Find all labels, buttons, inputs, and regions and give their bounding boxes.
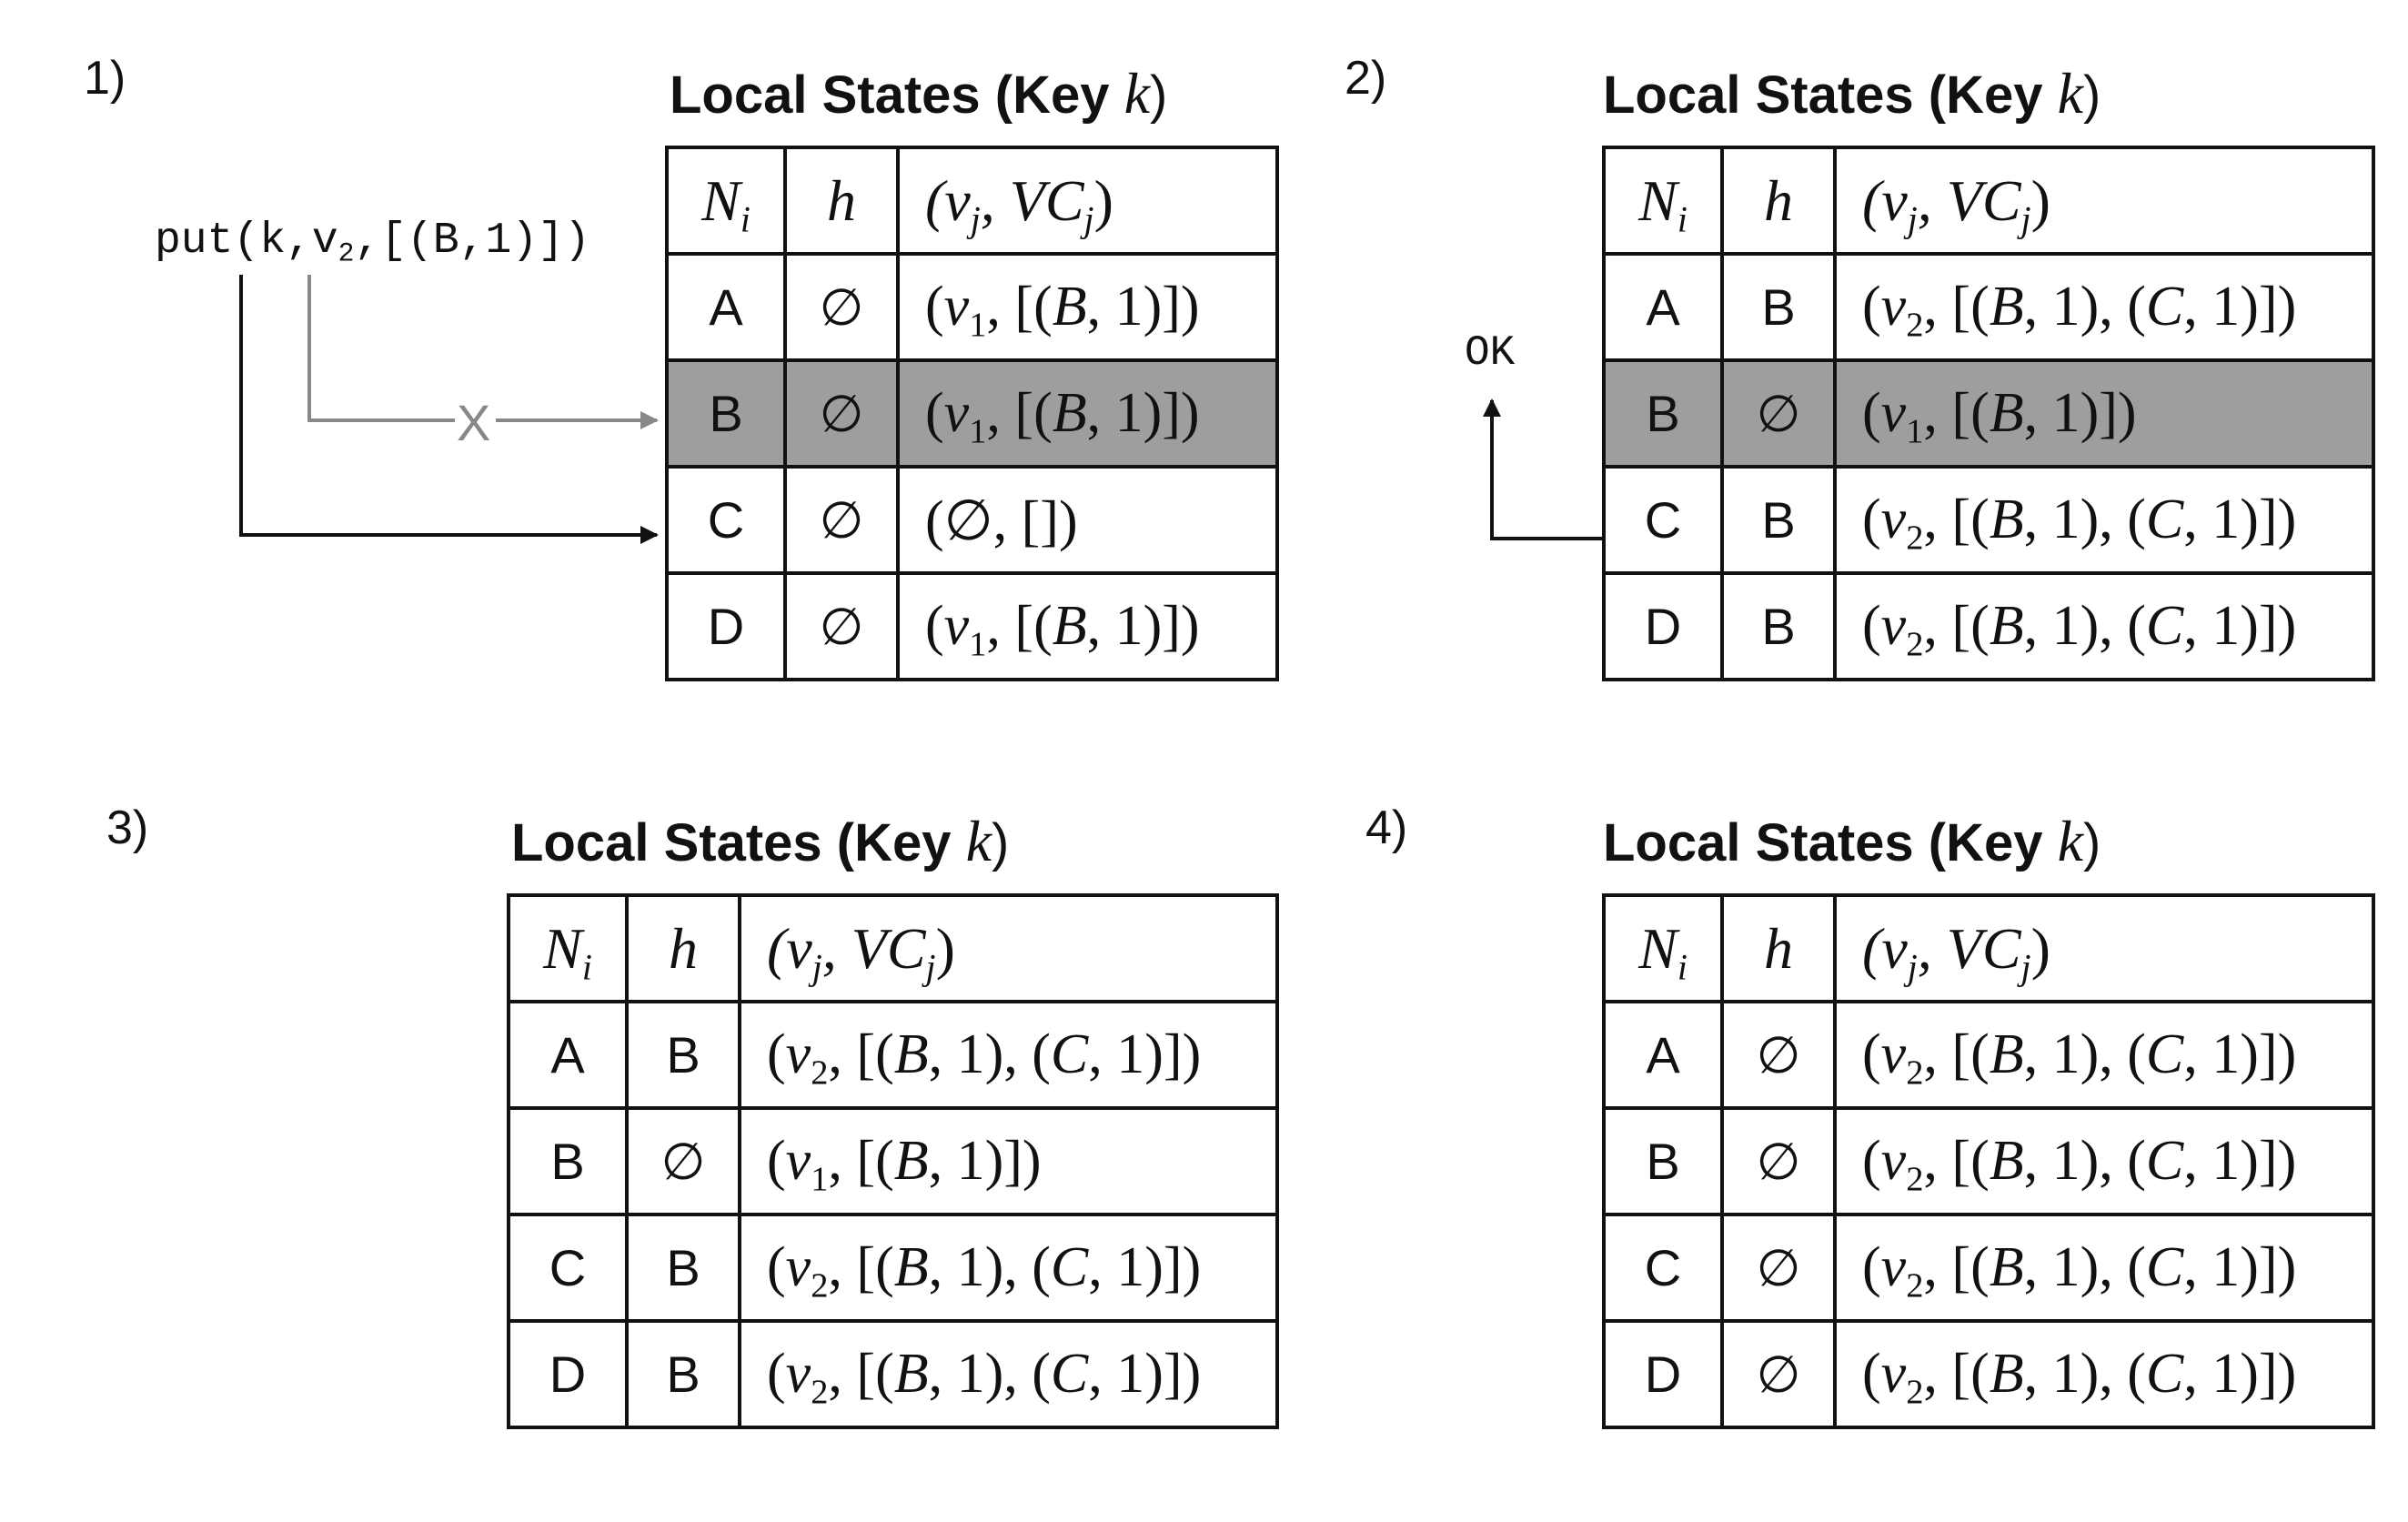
node-cell: B (665, 358, 787, 469)
hint-cell: B (1720, 252, 1837, 362)
value-cell: (v2, [(B, 1), (C, 1)]) (1833, 1319, 2375, 1429)
value-cell: (∅, []) (896, 465, 1279, 575)
table-row: B∅(v1, [(B, 1)]) (507, 1106, 1279, 1216)
node-cell: D (1602, 571, 1724, 681)
column-header-node: Ni (665, 146, 787, 256)
panel-title-3: Local States (Key k) (511, 809, 1010, 873)
value-cell: (v2, [(B, 1), (C, 1)]) (1833, 1213, 2375, 1323)
node-cell: A (1602, 252, 1724, 362)
step-label-3: 3) (106, 801, 149, 854)
node-cell: C (507, 1213, 629, 1323)
table-row: D∅(v1, [(B, 1)]) (665, 571, 1279, 681)
table-row: C∅(∅, []) (665, 465, 1279, 575)
hint-cell: B (1720, 571, 1837, 681)
table-row: C∅(v2, [(B, 1), (C, 1)]) (1602, 1213, 2375, 1323)
hint-cell: B (625, 1000, 741, 1110)
hint-cell: ∅ (1720, 1106, 1837, 1216)
hint-cell: ∅ (783, 252, 900, 362)
node-cell: D (507, 1319, 629, 1429)
value-cell: (v2, [(B, 1), (C, 1)]) (1833, 465, 2375, 575)
value-cell: (v2, [(B, 1), (C, 1)]) (738, 1000, 1279, 1110)
value-cell: (v2, [(B, 1), (C, 1)]) (1833, 252, 2375, 362)
hint-cell: ∅ (783, 571, 900, 681)
step-label-1: 1) (84, 52, 126, 105)
panel-title-1: Local States (Key k) (670, 61, 1168, 126)
table-row: A∅(v2, [(B, 1), (C, 1)]) (1602, 1000, 2375, 1110)
hint-cell: B (625, 1319, 741, 1429)
hint-cell: ∅ (1720, 1319, 1837, 1429)
hint-cell: ∅ (1720, 1000, 1837, 1110)
value-cell: (v1, [(B, 1)]) (896, 252, 1279, 362)
panel-title-4: Local States (Key k) (1603, 809, 2101, 873)
node-cell: D (665, 571, 787, 681)
value-cell: (v1, [(B, 1)]) (1833, 358, 2375, 469)
panel-title-2: Local States (Key k) (1603, 61, 2101, 126)
node-cell: A (1602, 1000, 1724, 1110)
column-header-value: (vj, VCj) (896, 146, 1279, 256)
step-label-2: 2) (1345, 52, 1387, 105)
dropped-marker: X (457, 394, 491, 451)
ack-arrow-from-c (1483, 398, 1602, 540)
value-cell: (v2, [(B, 1), (C, 1)]) (1833, 571, 2375, 681)
hint-cell: ∅ (1720, 358, 1837, 469)
node-cell: A (665, 252, 787, 362)
value-cell: (v2, [(B, 1), (C, 1)]) (1833, 1000, 2375, 1110)
dropped-arrow-to-b (307, 275, 455, 422)
value-cell: (v2, [(B, 1), (C, 1)]) (738, 1213, 1279, 1323)
put-request-label: put(k,v2,[(B,1)]) (155, 217, 590, 269)
hint-cell: ∅ (783, 358, 900, 469)
step-label-4: 4) (1365, 801, 1408, 854)
table-row: A∅(v1, [(B, 1)]) (665, 252, 1279, 362)
table-row: B∅(v2, [(B, 1), (C, 1)]) (1602, 1106, 2375, 1216)
node-cell: B (1602, 1106, 1724, 1216)
node-cell: C (1602, 465, 1724, 575)
table-row: B∅(v1, [(B, 1)]) (1602, 358, 2375, 469)
column-header-value: (vj, VCj) (1833, 146, 2375, 256)
column-header-hint: h (1720, 893, 1837, 1003)
table-row: B∅(v1, [(B, 1)]) (665, 358, 1279, 469)
value-cell: (v2, [(B, 1), (C, 1)]) (1833, 1106, 2375, 1216)
value-cell: (v1, [(B, 1)]) (896, 571, 1279, 681)
hint-cell: B (625, 1213, 741, 1323)
column-header-value: (vj, VCj) (1833, 893, 2375, 1003)
node-cell: B (507, 1106, 629, 1216)
table-row: D∅(v2, [(B, 1), (C, 1)]) (1602, 1319, 2375, 1429)
node-cell: D (1602, 1319, 1724, 1429)
column-header-node: Ni (1602, 146, 1724, 256)
column-header-node: Ni (507, 893, 629, 1003)
hint-cell: ∅ (783, 465, 900, 575)
node-cell: A (507, 1000, 629, 1110)
node-cell: B (1602, 358, 1724, 469)
ack-label: OK (1465, 329, 1516, 377)
hint-cell: ∅ (1720, 1213, 1837, 1323)
value-cell: (v1, [(B, 1)]) (896, 358, 1279, 469)
column-header-hint: h (783, 146, 900, 256)
column-header-hint: h (1720, 146, 1837, 256)
column-header-value: (vj, VCj) (738, 893, 1279, 1003)
node-cell: C (1602, 1213, 1724, 1323)
column-header-hint: h (625, 893, 741, 1003)
column-header-node: Ni (1602, 893, 1724, 1003)
node-cell: C (665, 465, 787, 575)
value-cell: (v2, [(B, 1), (C, 1)]) (738, 1319, 1279, 1429)
value-cell: (v1, [(B, 1)]) (738, 1106, 1279, 1216)
hint-cell: B (1720, 465, 1837, 575)
hint-cell: ∅ (625, 1106, 741, 1216)
request-arrow-to-c (239, 275, 659, 544)
